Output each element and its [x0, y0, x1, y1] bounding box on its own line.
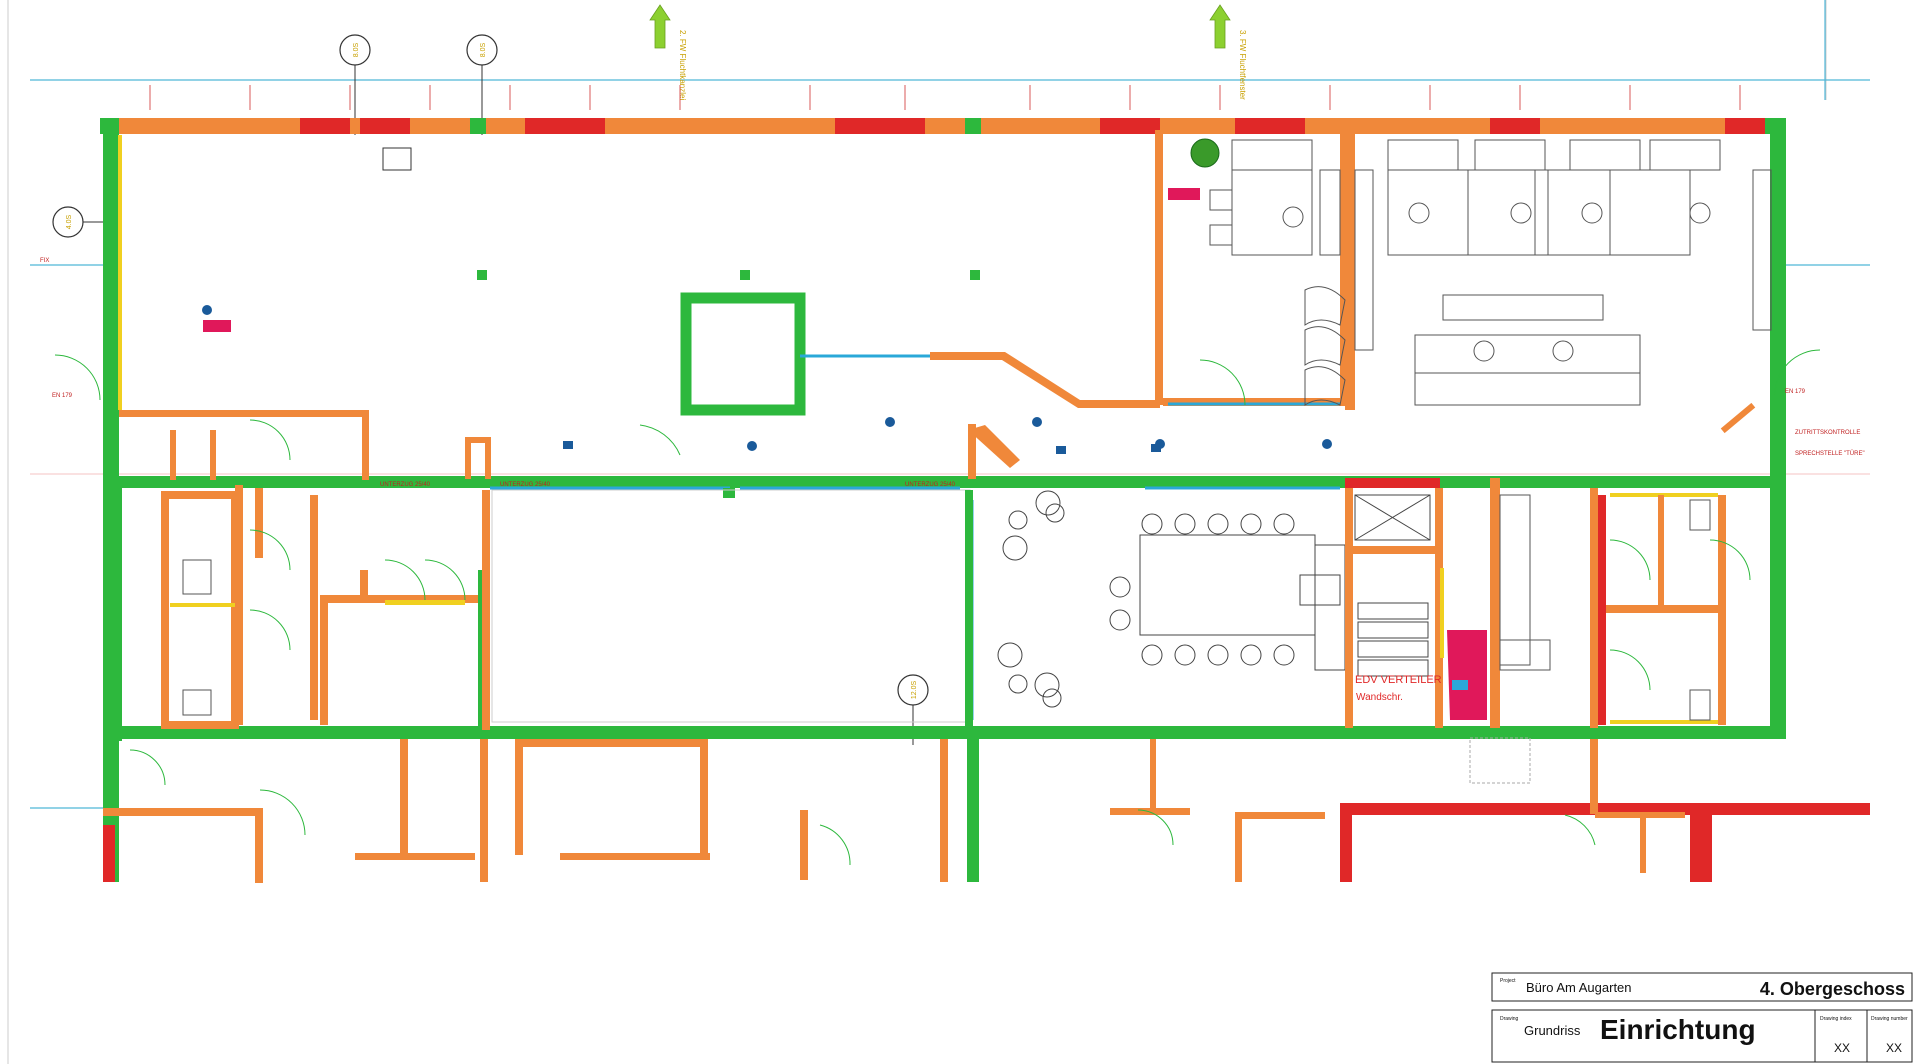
grid-lines: [30, 0, 1870, 809]
interior-walls: [119, 130, 1756, 480]
beam-label: UNTERZUG 25/40: [905, 482, 956, 488]
drawing-type: Grundriss: [1524, 1023, 1581, 1038]
column: [477, 270, 487, 280]
axis-marker: 8.0S: [466, 34, 498, 135]
sensor-icon: [885, 417, 895, 427]
index-caption: Drawing index: [1820, 1016, 1852, 1022]
bottom-area: [103, 737, 1870, 883]
sensor-icon: [563, 441, 573, 449]
beam-label: UNTERZUG 25/40: [500, 482, 551, 488]
fire-extinguisher: [1168, 188, 1200, 200]
escape-arrow-label: 2. FW Flucht­kanzlei: [678, 30, 687, 100]
escape-arrow-label: 3. FW Fluchtfenster: [1238, 30, 1247, 100]
axis-marker-label: 8.0S: [353, 42, 360, 57]
wandschr-label: Wandschr.: [1356, 692, 1403, 703]
axis-marker: 12.0S: [897, 674, 929, 745]
sensor-icon: [202, 305, 212, 315]
sensor-icon: [1056, 446, 1066, 454]
fix-label: FIX: [40, 258, 49, 264]
title-block: Project Büro Am Augarten 4. Obergeschoss…: [1491, 972, 1913, 1063]
workstation-area: [1190, 138, 1772, 406]
north-facade: [100, 118, 1785, 134]
axis-marker-label: 4.0S: [66, 214, 73, 229]
sensor-icons: [202, 305, 1332, 454]
top-dimension-ticks: [149, 85, 1741, 110]
wc-core-left: [161, 485, 484, 729]
column: [382, 147, 412, 171]
axis-marker-label: 12.0S: [911, 681, 918, 700]
sensor-icon: [747, 441, 757, 451]
project-caption: Project: [1500, 978, 1516, 984]
arrow-up-icon: [1209, 4, 1231, 49]
lower-middle-room: [482, 489, 973, 730]
edv-label: EDV VERTEILER: [1355, 674, 1442, 686]
number-caption: Drawing number: [1871, 1016, 1908, 1022]
window-strip: [118, 135, 122, 410]
drawing-title: Einrichtung: [1600, 1014, 1756, 1045]
plant-icon: [1190, 138, 1220, 168]
escape-arrow: 3. FW Fluchtfenster: [1209, 4, 1247, 100]
axis-markers: 8.0S 8.0S 4.0S 12.0S: [52, 34, 929, 745]
column: [740, 270, 750, 280]
column: [970, 270, 980, 280]
project-name: Büro Am Augarten: [1526, 980, 1632, 995]
intercom-label: SPRECHSTELLE "TÜRE": [1795, 450, 1865, 457]
escape-arrow: 2. FW Flucht­kanzlei: [649, 4, 687, 100]
arrow-up-icon: [649, 4, 671, 49]
conference-room: [997, 490, 1346, 708]
column: [723, 488, 735, 498]
sensor-icon: [1032, 417, 1042, 427]
wc-core-right: [1490, 478, 1726, 728]
en179-label: EN 179: [52, 393, 73, 399]
axis-marker-label: 8.0S: [480, 42, 487, 57]
door-swings: [54, 349, 1821, 866]
access-control-label: ZUTRITTSKONTROLLE: [1795, 430, 1860, 436]
central-shaft: [680, 292, 930, 416]
floor-name: 4. Obergeschoss: [1760, 979, 1905, 999]
en179-label: EN 179: [1785, 389, 1806, 395]
fire-extinguisher: [203, 320, 231, 332]
plan-annotations: EN 179 EN 179 ZUTRITTSKONTROLLE SPRECHST…: [40, 258, 1865, 488]
outer-walls: [103, 118, 1786, 741]
sensor-icon: [1322, 439, 1332, 449]
stair-core: EDV VERTEILER Wandschr.: [1345, 478, 1487, 728]
number-value: XX: [1886, 1041, 1902, 1055]
drawing-caption: Drawing: [1500, 1016, 1519, 1022]
corridor-windows: [484, 402, 1340, 720]
axis-marker: 4.0S: [52, 206, 110, 238]
beam-label: UNTERZUG 25/40: [380, 482, 431, 488]
index-value: XX: [1834, 1041, 1850, 1055]
sensor-icon: [1151, 444, 1161, 452]
